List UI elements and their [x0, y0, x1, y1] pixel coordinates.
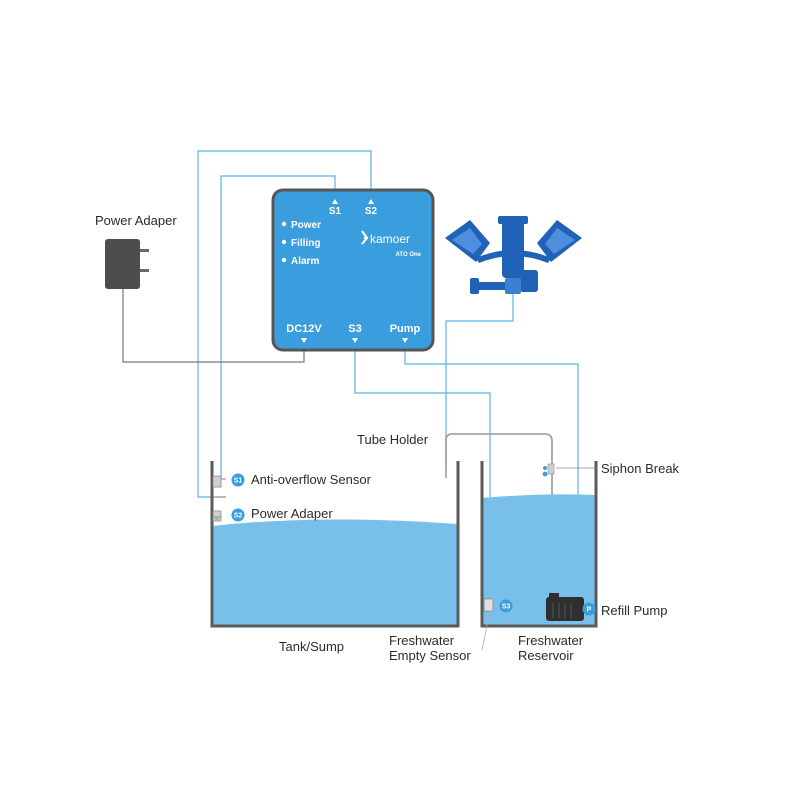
- power-cable: [122, 289, 305, 363]
- port-s3-label: S3: [348, 323, 361, 335]
- badge-s2: S2: [231, 508, 245, 522]
- s1-cable: [220, 175, 336, 479]
- port-s1-label: S1: [329, 206, 342, 217]
- badge-s1: S1: [231, 473, 245, 487]
- s2-sensor: [212, 510, 222, 522]
- anti-overflow-sensor: [212, 475, 226, 498]
- power-adapter-label: Power Adaper: [95, 213, 177, 228]
- wiring: [122, 150, 579, 600]
- freshwater-empty-sensor-label-line2: Empty Sensor: [389, 648, 471, 663]
- port-pump-label: Pump: [390, 323, 421, 335]
- indicator-power: Power: [291, 220, 321, 231]
- anti-overflow-sensor-label: Anti-overflow Sensor: [251, 472, 372, 487]
- freshwater-empty-sensor: [481, 598, 494, 651]
- power-adapter-s2-label: Power Adaper: [251, 506, 333, 521]
- freshwater-reservoir: [480, 461, 598, 628]
- refill-pump: [546, 593, 584, 621]
- tank-sump-label: Tank/Sump: [279, 639, 344, 654]
- refill-hose: [445, 433, 553, 598]
- s3-cable: [354, 345, 491, 600]
- kamoer-logo: kamoer: [361, 230, 410, 246]
- power-adapter-device: [105, 239, 149, 289]
- port-s2-label: S2: [365, 206, 378, 217]
- siphon-break-label: Siphon Break: [601, 461, 680, 476]
- freshwater-reservoir-label-line2: Reservoir: [518, 648, 574, 663]
- port-dc12v-label: DC12V: [286, 323, 322, 335]
- refill-pump-label: Refill Pump: [601, 603, 667, 618]
- indicator-filling: Filling: [291, 238, 320, 249]
- tube-holder-label: Tube Holder: [357, 432, 429, 447]
- svg-text:S1: S1: [234, 478, 243, 485]
- indicator-alarm: Alarm: [291, 256, 319, 267]
- ato-controller: S1 S2 Power Filling Alarm kamoer ATO One…: [271, 188, 435, 352]
- svg-text:P: P: [587, 607, 592, 614]
- brand-name: kamoer: [370, 232, 410, 246]
- pump-cable: [404, 345, 579, 600]
- siphon-break: [542, 463, 596, 477]
- holder-tube: [445, 288, 514, 465]
- freshwater-empty-sensor-label-line1: Freshwater: [389, 633, 455, 648]
- freshwater-reservoir-label-line1: Freshwater: [518, 633, 584, 648]
- tank-sump: [210, 461, 460, 628]
- tube-holder-clamp: [445, 216, 582, 294]
- svg-text:S2: S2: [234, 513, 243, 520]
- s2-cable: [197, 150, 372, 498]
- model-name: ATO One: [396, 252, 422, 258]
- badge-s3: S3: [499, 599, 513, 613]
- badge-pump: P: [582, 602, 596, 616]
- svg-text:S3: S3: [502, 604, 511, 611]
